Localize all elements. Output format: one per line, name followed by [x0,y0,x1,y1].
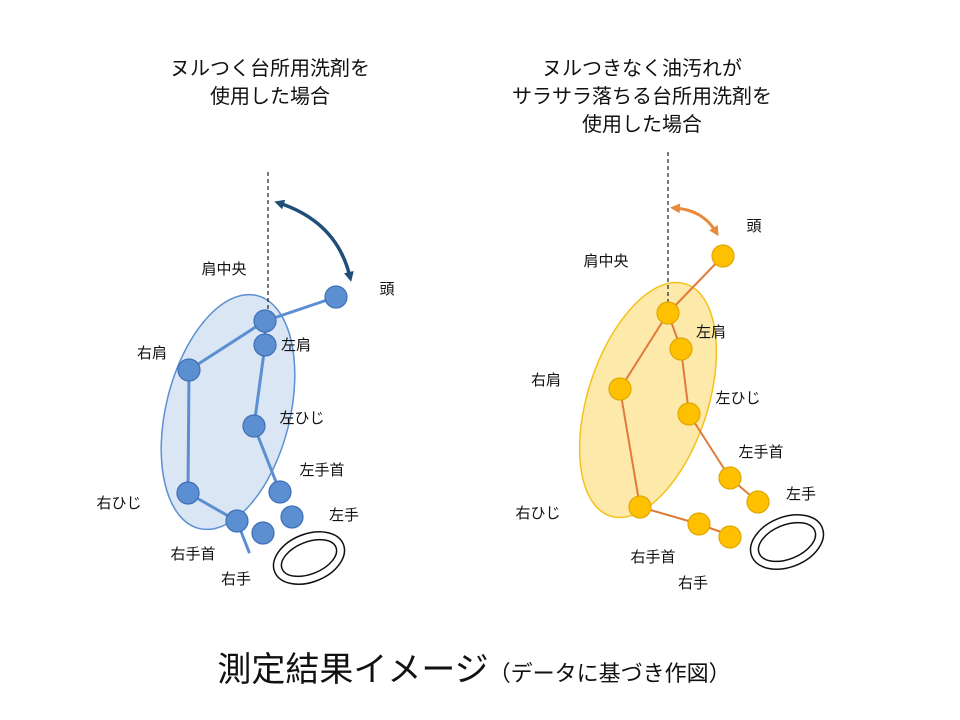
left-dish-icon [272,531,346,585]
left-heading-line-1: ヌルつく台所用洗剤を [170,56,370,80]
left-label-left-hand: 左手 [329,506,359,524]
right-joint-shoulder-center [656,301,680,325]
right-bone-neck [667,255,724,314]
left-heading-line-2: 使用した場合 [210,84,330,108]
figure-caption: 測定結果イメージ（データに基づき作図） [217,650,730,690]
left-label-right-hand: 右手 [221,570,251,588]
right-joint-left-hand [746,490,770,514]
left-joints [176,285,348,545]
left-joint-left-shoulder [253,333,277,357]
left-bone-left-forearm [252,424,282,494]
right-label-left-wrist: 左手首 [738,443,783,461]
right-label-right-wrist: 右手首 [630,548,675,566]
left-label-right-elbow: 右ひじ [96,494,141,512]
right-label-right-elbow: 右ひじ [515,504,560,522]
left-joint-left-wrist [268,480,292,504]
left-label-shoulder-center: 肩中央 [201,260,246,278]
right-heading-line-2: サラサラ落ちる台所用洗剤を [512,84,772,108]
right-label-head: 頭 [746,217,761,235]
right-joint-head [711,244,735,268]
left-joint-shoulder-center [253,309,277,333]
right-heading-line-3: 使用した場合 [582,112,702,136]
caption-sub-text: （データに基づき作図） [489,662,731,687]
caption-main-text: 測定結果イメージ [217,650,488,690]
right-joints [608,244,770,549]
right-heading-line-1: ヌルつきなく油汚れが [542,56,742,80]
left-label-left-wrist: 左手首 [299,461,344,479]
left-label-head: 頭 [379,280,394,298]
left-bone-right-upper-arm [186,368,191,495]
right-label-left-elbow: 左ひじ [715,389,760,407]
right-joint-left-shoulder [669,337,693,361]
left-bone-right-clavicle [187,319,267,372]
left-joint-right-elbow [176,481,200,505]
left-joint-head [324,285,348,309]
left-joint-left-hand [280,505,304,529]
right-joint-right-shoulder [608,377,632,401]
left-joint-right-wrist [225,509,249,533]
left-bone-neck [263,295,338,323]
left-panel: ヌルつく台所用洗剤を 使用した場合 [96,56,394,588]
left-bone-left-upper-arm [252,343,267,428]
left-head-rotation-arrow [274,199,354,282]
left-label-left-shoulder: 左肩 [281,336,311,354]
right-label-right-hand: 右手 [678,574,708,592]
right-joint-right-hand [718,525,742,549]
right-joint-right-elbow [628,495,652,519]
right-label-left-hand: 左手 [786,485,816,503]
right-joint-right-wrist [687,512,711,536]
right-bone-left-forearm [688,413,731,479]
right-panel: ヌルつきなく油汚れが サラサラ落ちる台所用洗剤を 使用した場合 [512,56,825,592]
right-head-rotation-arrow [670,203,719,237]
left-label-right-shoulder: 右肩 [137,344,167,362]
right-label-left-shoulder: 左肩 [696,323,726,341]
left-joint-right-shoulder [177,358,201,382]
right-bone-right-upper-arm [619,388,641,508]
left-label-right-wrist: 右手首 [170,545,215,563]
right-bone-right-clavicle [619,312,669,390]
left-joint-right-hand [251,521,275,545]
right-label-shoulder-center: 肩中央 [583,252,628,270]
left-label-left-elbow: 左ひじ [279,409,324,427]
left-joint-left-elbow [242,414,266,438]
right-dish-icon [749,514,825,570]
right-joint-left-wrist [718,466,742,490]
right-joint-left-elbow [677,402,701,426]
right-posture-region-ellipse [578,281,718,519]
right-label-right-shoulder: 右肩 [531,371,561,389]
